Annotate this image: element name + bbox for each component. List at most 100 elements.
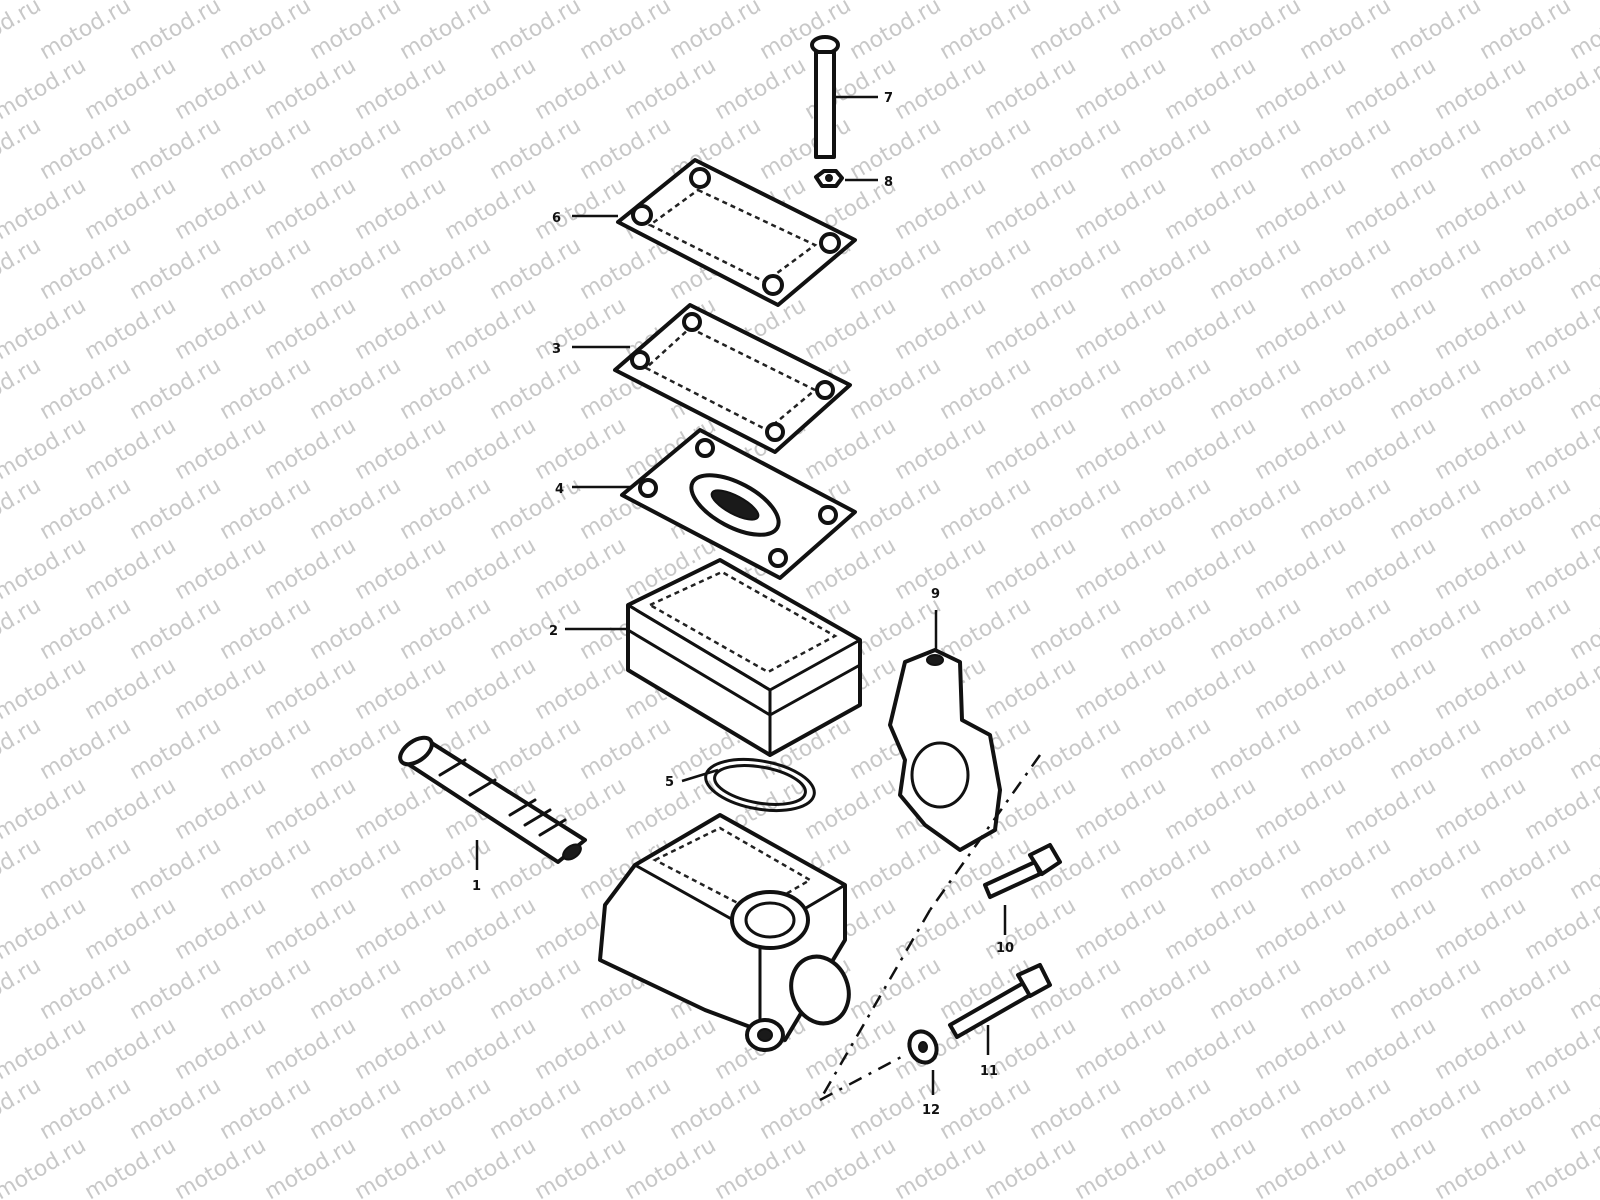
- part-1-piston: [398, 735, 587, 864]
- label-part-7: 7: [884, 91, 893, 106]
- watermark-text: motod.ru: [1431, 1013, 1531, 1085]
- watermark-text: motod.ru: [441, 893, 541, 965]
- watermark-text: motod.ru: [1116, 0, 1216, 65]
- watermark-text: motod.ru: [1206, 113, 1306, 185]
- label-part-2: 2: [549, 624, 558, 639]
- watermark-text: motod.ru: [1341, 413, 1441, 485]
- part-6-cover: [616, 158, 857, 307]
- watermark-text: motod.ru: [1431, 413, 1531, 485]
- watermark-text: motod.ru: [1341, 293, 1441, 365]
- watermark-text: motod.ru: [1431, 293, 1531, 365]
- watermark-text: motod.ru: [0, 173, 90, 245]
- watermark-text: motod.ru: [1251, 893, 1351, 965]
- watermark-text: motod.ru: [1071, 1013, 1171, 1085]
- watermark-text: motod.ru: [1566, 953, 1600, 1025]
- watermark-text: motod.ru: [1161, 1133, 1261, 1200]
- watermark-text: motod.ru: [81, 893, 181, 965]
- watermark-text: motod.ru: [36, 713, 136, 785]
- watermark-text: motod.ru: [1116, 233, 1216, 305]
- watermark-text: motod.ru: [441, 533, 541, 605]
- watermark-text: motod.ru: [1206, 593, 1306, 665]
- watermark-text: motod.ru: [1071, 173, 1171, 245]
- watermark-text: motod.ru: [81, 653, 181, 725]
- watermark-text: motod.ru: [81, 413, 181, 485]
- watermark-text: motod.ru: [36, 473, 136, 545]
- watermark-text: motod.ru: [351, 653, 451, 725]
- watermark-text: motod.ru: [1161, 173, 1261, 245]
- watermark-text: motod.ru: [1431, 653, 1531, 725]
- watermark-text: motod.ru: [261, 653, 361, 725]
- part-3-plate: [613, 303, 852, 454]
- watermark-text: motod.ru: [306, 353, 406, 425]
- watermark-text: motod.ru: [531, 1013, 631, 1085]
- watermark-text: motod.ru: [1116, 593, 1216, 665]
- watermark-text: motod.ru: [261, 0, 361, 5]
- watermark-text: motod.ru: [1431, 893, 1531, 965]
- part-9-clamp: [888, 648, 1002, 852]
- watermark-text: motod.ru: [396, 833, 496, 905]
- label-part-3: 3: [552, 342, 561, 357]
- watermark-text: motod.ru: [171, 1133, 271, 1200]
- watermark-text: motod.ru: [1161, 0, 1261, 5]
- watermark-text: motod.ru: [441, 293, 541, 365]
- label-part-4: 4: [555, 482, 564, 497]
- watermark-text: motod.ru: [981, 293, 1081, 365]
- watermark-text: motod.ru: [1386, 833, 1486, 905]
- watermark-text: motod.ru: [1251, 0, 1351, 5]
- watermark-text: motod.ru: [846, 833, 946, 905]
- watermark-text: motod.ru: [1431, 1133, 1531, 1200]
- watermark-text: motod.ru: [1476, 113, 1576, 185]
- watermark-text: motod.ru: [621, 53, 721, 125]
- watermark-text: motod.ru: [1431, 173, 1531, 245]
- watermark-text: motod.ru: [351, 53, 451, 125]
- part-12-washer: [907, 1029, 939, 1065]
- watermark-text: motod.ru: [1206, 0, 1306, 65]
- watermark-text: motod.ru: [531, 293, 631, 365]
- watermark-text: motod.ru: [1206, 713, 1306, 785]
- watermark-text: motod.ru: [846, 353, 946, 425]
- leader-lines: [475, 95, 1007, 1095]
- watermark-text: motod.ru: [36, 1073, 136, 1145]
- watermark-text: motod.ru: [36, 353, 136, 425]
- watermark-text: motod.ru: [846, 473, 946, 545]
- watermark-text: motod.ru: [441, 413, 541, 485]
- watermark-text: motod.ru: [1026, 233, 1126, 305]
- watermark-text: motod.ru: [36, 833, 136, 905]
- watermark-text: motod.ru: [1296, 233, 1396, 305]
- watermark-text: motod.ru: [171, 893, 271, 965]
- watermark-text: motod.ru: [1386, 953, 1486, 1025]
- watermark-text: motod.ru: [441, 1133, 541, 1200]
- watermark-text: motod.ru: [261, 533, 361, 605]
- watermark-text: motod.ru: [1251, 413, 1351, 485]
- watermark-text: motod.ru: [1071, 0, 1171, 5]
- watermark-text: motod.ru: [891, 293, 991, 365]
- watermark-text: motod.ru: [1071, 773, 1171, 845]
- watermark-text: motod.ru: [1341, 653, 1441, 725]
- watermark-text: motod.ru: [1476, 1073, 1576, 1145]
- watermark-text: motod.ru: [486, 0, 586, 65]
- watermark-text: motod.ru: [1431, 533, 1531, 605]
- watermark-text: motod.ru: [1341, 1133, 1441, 1200]
- watermark-text: motod.ru: [216, 233, 316, 305]
- watermark-text: motod.ru: [1116, 953, 1216, 1025]
- watermark-text: motod.ru: [1431, 0, 1531, 5]
- watermark-text: motod.ru: [936, 593, 1036, 665]
- watermark-text: motod.ru: [171, 1013, 271, 1085]
- watermark-text: motod.ru: [0, 1133, 90, 1200]
- watermark-text: motod.ru: [306, 473, 406, 545]
- watermark-text: motod.ru: [1206, 353, 1306, 425]
- watermark-text: motod.ru: [981, 533, 1081, 605]
- watermark-text: motod.ru: [396, 473, 496, 545]
- watermark-text: motod.ru: [1026, 113, 1126, 185]
- watermark-text: motod.ru: [576, 113, 676, 185]
- watermark-text: motod.ru: [1386, 0, 1486, 65]
- watermark-text: motod.ru: [1206, 953, 1306, 1025]
- watermark-text: motod.ru: [261, 173, 361, 245]
- watermark-text: motod.ru: [1341, 533, 1441, 605]
- watermark-text: motod.ru: [396, 113, 496, 185]
- watermark-text: motod.ru: [1341, 0, 1441, 5]
- watermark-text: motod.ru: [756, 1073, 856, 1145]
- watermark-text: motod.ru: [1566, 713, 1600, 785]
- watermark-text: motod.ru: [261, 1133, 361, 1200]
- watermark-text: motod.ru: [216, 353, 316, 425]
